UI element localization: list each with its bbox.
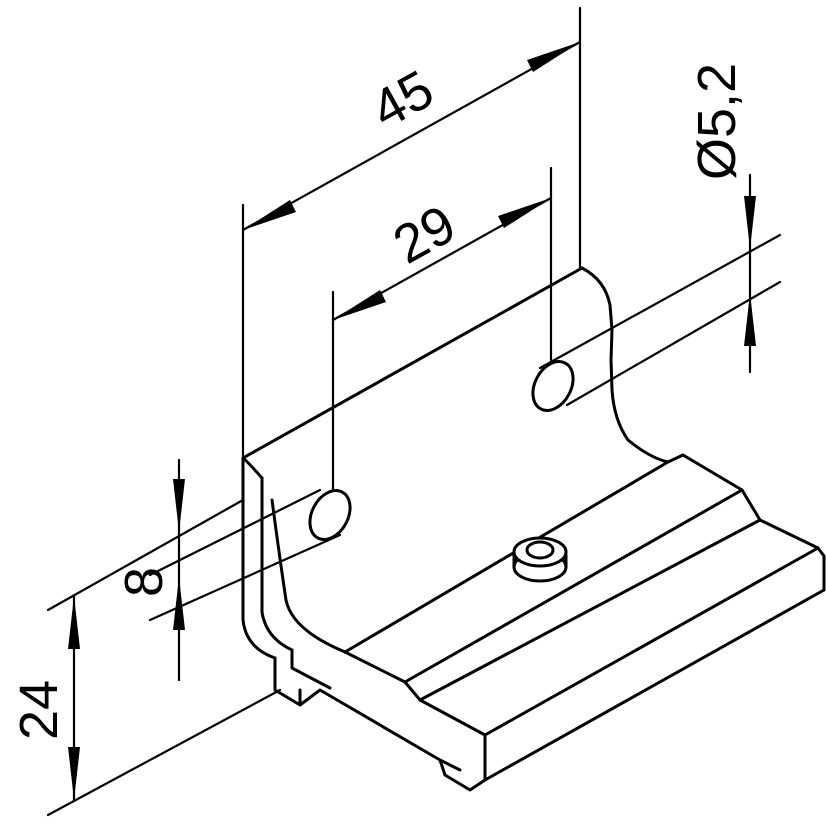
dim-label-diameter: Ø5,2 (687, 63, 747, 180)
dim-label-45: 45 (362, 59, 444, 141)
hole-right (531, 360, 575, 412)
dimension-lines (68, 40, 756, 802)
dimension-labels: 45 29 Ø5,2 8 24 (9, 59, 747, 740)
dim-label-29: 29 (384, 194, 466, 276)
holes (308, 360, 575, 541)
hole-left (308, 489, 352, 541)
dim-label-24: 24 (9, 680, 69, 740)
set-screw (512, 536, 568, 583)
dim-label-8: 8 (114, 567, 174, 597)
base-plate (273, 453, 826, 792)
vertical-plate (241, 266, 670, 660)
dim-line-45 (241, 40, 582, 232)
